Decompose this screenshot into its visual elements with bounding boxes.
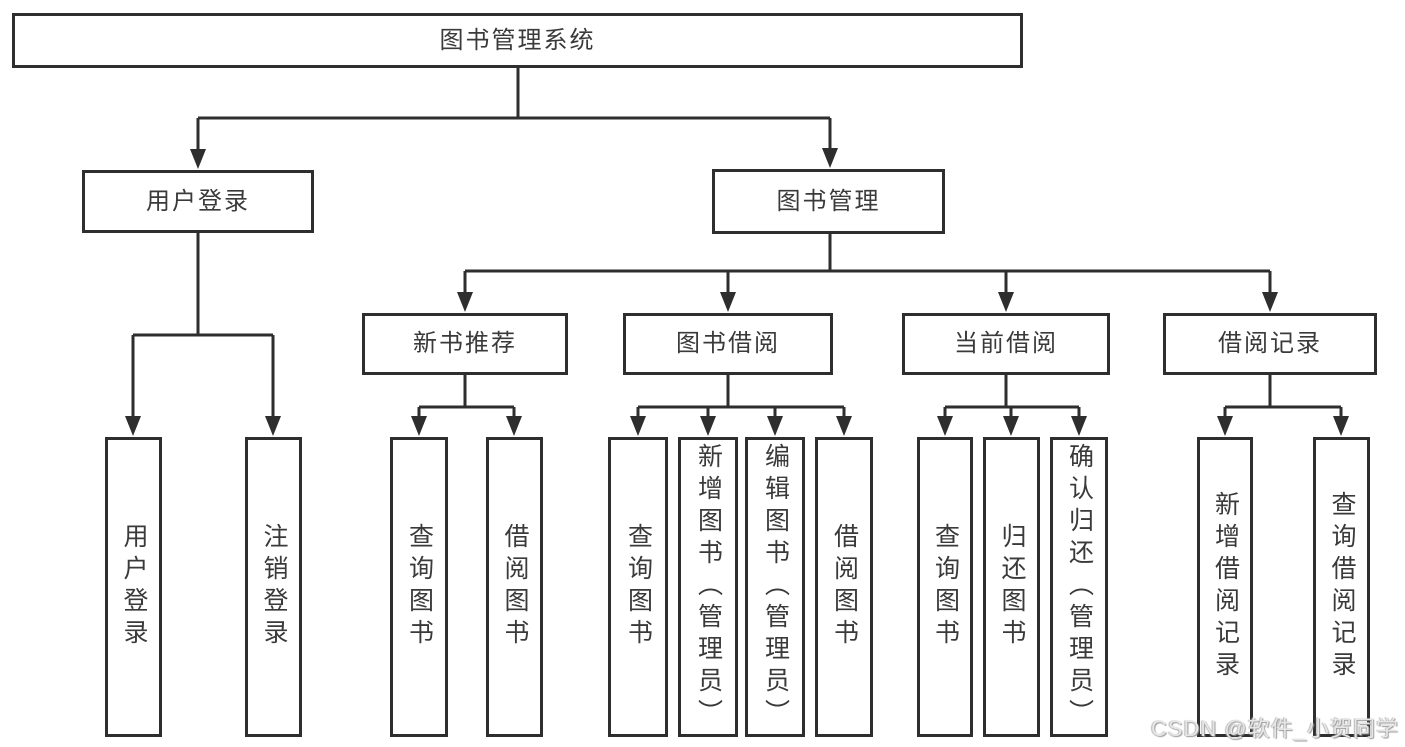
node-user-login: 用户登录 bbox=[82, 170, 314, 233]
leaf-add-borrow-record: 新增借阅记录 bbox=[1197, 437, 1253, 737]
node-new-book-recommend: 新书推荐 bbox=[362, 313, 568, 375]
node-root: 图书管理系统 bbox=[12, 13, 1023, 68]
leaf-query-book-1: 查询图书 bbox=[390, 437, 448, 737]
node-current-borrow: 当前借阅 bbox=[902, 313, 1110, 375]
leaf-query-book-2: 查询图书 bbox=[608, 437, 668, 737]
leaf-borrow-book-1: 借阅图书 bbox=[486, 437, 543, 737]
leaf-user-login: 用户登录 bbox=[105, 437, 162, 737]
leaf-borrow-book-2: 借阅图书 bbox=[815, 437, 873, 737]
node-book-borrow: 图书借阅 bbox=[623, 313, 833, 375]
leaf-logout: 注销登录 bbox=[245, 437, 302, 737]
leaf-edit-book-admin: 编辑图书（管理员） bbox=[745, 437, 805, 737]
leaf-return-book: 归还图书 bbox=[983, 437, 1040, 737]
csdn-watermark: CSDN @软件_小贺同学 bbox=[1150, 716, 1399, 741]
leaf-query-book-3: 查询图书 bbox=[917, 437, 973, 737]
node-book-management: 图书管理 bbox=[712, 169, 945, 234]
leaf-query-borrow-record: 查询借阅记录 bbox=[1313, 437, 1370, 737]
leaf-confirm-return-admin: 确认归还（管理员） bbox=[1050, 437, 1108, 737]
node-borrow-record: 借阅记录 bbox=[1163, 313, 1377, 375]
leaf-add-book-admin: 新增图书（管理员） bbox=[678, 437, 738, 737]
